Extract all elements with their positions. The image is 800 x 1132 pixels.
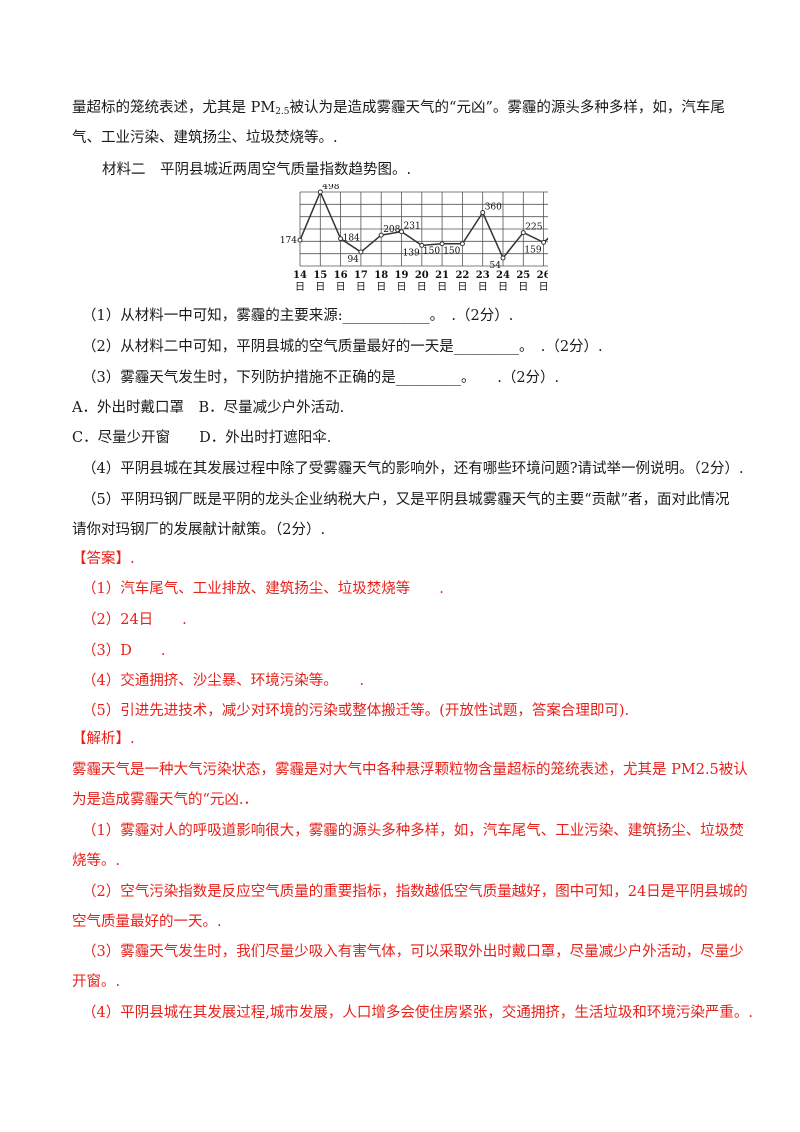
- data-point: [459, 241, 465, 247]
- answer-3: （3）D .: [82, 643, 166, 659]
- x-tick-suffix: 日: [417, 282, 427, 293]
- x-tick-suffix: 日: [457, 282, 467, 293]
- analysis-intro-line-2: 为是造成雾霾天气的“元凶.．: [72, 792, 259, 808]
- data-point: [399, 229, 404, 235]
- data-point: [338, 236, 344, 242]
- data-label: 208: [383, 225, 400, 235]
- data-label: 498: [322, 184, 339, 192]
- data-point: [541, 239, 547, 245]
- data-label: 231: [404, 222, 421, 232]
- chart-series: 1744981849420823113915015036054225159282: [280, 184, 548, 271]
- data-label: 94: [347, 255, 359, 265]
- question-5-line-2: 请你对玛钢厂的发展献计献策。（2分）.: [72, 522, 326, 538]
- x-tick-suffix: 日: [376, 282, 386, 293]
- answer-5: （5）引进先进技术，减少对环境的污染或整体搬迁等。(开放性试题，答案合理即可).: [82, 703, 630, 719]
- analysis-intro-line-1: 雾霾天气是一种大气污染状态，雾霾是对大气中各种悬浮颗粒物含量超标的笼统表述，尤其…: [72, 762, 748, 778]
- x-tick-suffix: 日: [356, 282, 366, 293]
- analysis-1-line-2: 烧等。.: [72, 853, 121, 869]
- x-tick-label: 24: [496, 270, 510, 281]
- analysis-4: （4）平阴县城在其发展过程,城市发展，人口增多会使住房紧张，交通拥挤，生活垃圾和…: [82, 1005, 753, 1021]
- series-line: [299, 190, 548, 260]
- x-tick-label: 17: [354, 270, 368, 281]
- x-tick-suffix: 日: [437, 282, 447, 293]
- x-tick-suffix: 日: [478, 282, 488, 293]
- aqi-trend-chart: 1744981849420823113915015036054225159282…: [280, 184, 548, 293]
- chart-grid: [299, 191, 548, 267]
- question-3: （3）雾霾天气发生时，下列防护措施不正确的是_________。 .（2分）.: [82, 370, 560, 386]
- x-tick-suffix: 日: [397, 282, 407, 293]
- chart-x-ticks: 14日15日16日17日18日19日20日21日22日23日24日25日26日2…: [293, 270, 548, 293]
- x-tick-label: 16: [334, 270, 348, 281]
- x-tick-label: 25: [516, 270, 530, 281]
- x-tick-suffix: 日: [295, 282, 305, 293]
- options-a-b: A．外出时戴口罩 B．尽量减少户外活动.: [72, 400, 345, 416]
- material-heading: 材料二 平阴县城近两周空气质量指数趋势图。.: [102, 162, 412, 178]
- x-tick-suffix: 日: [315, 282, 325, 293]
- analysis-2-line-2: 空气质量最好的一天。.: [72, 914, 222, 930]
- analysis-heading: 【解析】.: [72, 731, 135, 747]
- data-point: [378, 232, 384, 238]
- text-line: 气、工业污染、建筑扬尘、垃圾焚烧等。.: [72, 130, 338, 146]
- data-point: [297, 237, 303, 243]
- answer-heading: 【答案】.: [72, 551, 135, 567]
- x-tick-suffix: 日: [498, 282, 508, 293]
- data-point: [317, 189, 323, 195]
- analysis-1-line-1: （1）雾霾对人的呼吸道影响很大，雾霾的源头多种多样，如，汽车尾气、工业污染、建筑…: [82, 823, 744, 839]
- data-point: [480, 210, 486, 216]
- data-point: [520, 230, 526, 236]
- answer-4: （4）交通拥挤、沙尘暴、环境污染等。 .: [82, 673, 365, 689]
- question-2: （2）从材料二中可知，平阴县城的空气质量最好的一天是_________。 .（2…: [82, 339, 603, 355]
- x-tick-label: 19: [395, 270, 409, 281]
- analysis-3-line-2: 开窗。.: [72, 974, 121, 990]
- text-line: 量超标的笼统表述，尤其是 PM2.5被认为是造成雾霾天气的“元凶”。雾霾的源头多…: [72, 98, 725, 122]
- x-tick-suffix: 日: [518, 282, 528, 293]
- text-fragment: 量超标的笼统表述，尤其是 PM: [72, 100, 276, 116]
- subscript-text: 2.5: [275, 107, 290, 117]
- answer-2: （2）24日 .: [82, 612, 187, 628]
- data-point: [419, 242, 425, 248]
- text-fragment: 被认为是造成雾霾天气的“元凶”。雾霾的源头多种多样，如，汽车尾: [289, 100, 725, 116]
- data-label: 150: [443, 247, 460, 257]
- question-5-line-1: （5）平阴玛钢厂既是平阴的龙头企业纳税大户，又是平阴县城雾霾天气的主要“贡献”者…: [82, 492, 730, 508]
- x-tick-label: 23: [476, 270, 490, 281]
- question-1: （1）从材料一中可知，雾霾的主要来源:____________。 .（2分）.: [82, 308, 514, 324]
- data-point: [358, 249, 364, 255]
- analysis-2-line-1: （2）空气污染指数是反应空气质量的重要指标，指数越低空气质量越好，图中可知，24…: [82, 884, 748, 900]
- question-4: （4）平阴县城在其发展过程中除了受雾霾天气的影响外，还有哪些环境问题?请试举一例…: [82, 461, 744, 477]
- data-label: 225: [525, 223, 542, 233]
- x-tick-label: 21: [435, 270, 449, 281]
- data-label: 139: [403, 248, 420, 258]
- x-tick-suffix: 日: [539, 282, 548, 293]
- data-label: 174: [280, 236, 297, 246]
- answer-1: （1）汽车尾气、工业排放、建筑扬尘、垃圾焚烧等 .: [82, 581, 444, 597]
- x-tick-label: 15: [313, 270, 327, 281]
- x-tick-label: 20: [415, 270, 429, 281]
- data-point: [500, 255, 506, 261]
- options-c-d: C．尽量少开窗 D．外出时打遮阳伞.: [72, 430, 332, 446]
- data-label: 360: [485, 203, 502, 213]
- x-tick-label: 18: [374, 270, 388, 281]
- data-label: 159: [524, 245, 541, 255]
- analysis-3-line-1: （3）雾霾天气发生时，我们尽量少吸入有害气体，可以采取外出时戴口罩，尽量减少户外…: [82, 944, 744, 960]
- data-label: 184: [343, 234, 360, 244]
- data-label: 54: [490, 261, 502, 271]
- data-label: 150: [423, 247, 440, 257]
- x-tick-suffix: 日: [336, 282, 346, 293]
- data-point: [439, 241, 445, 247]
- x-tick-label: 22: [455, 270, 469, 281]
- x-tick-label: 14: [293, 270, 307, 281]
- x-tick-label: 26: [537, 270, 548, 281]
